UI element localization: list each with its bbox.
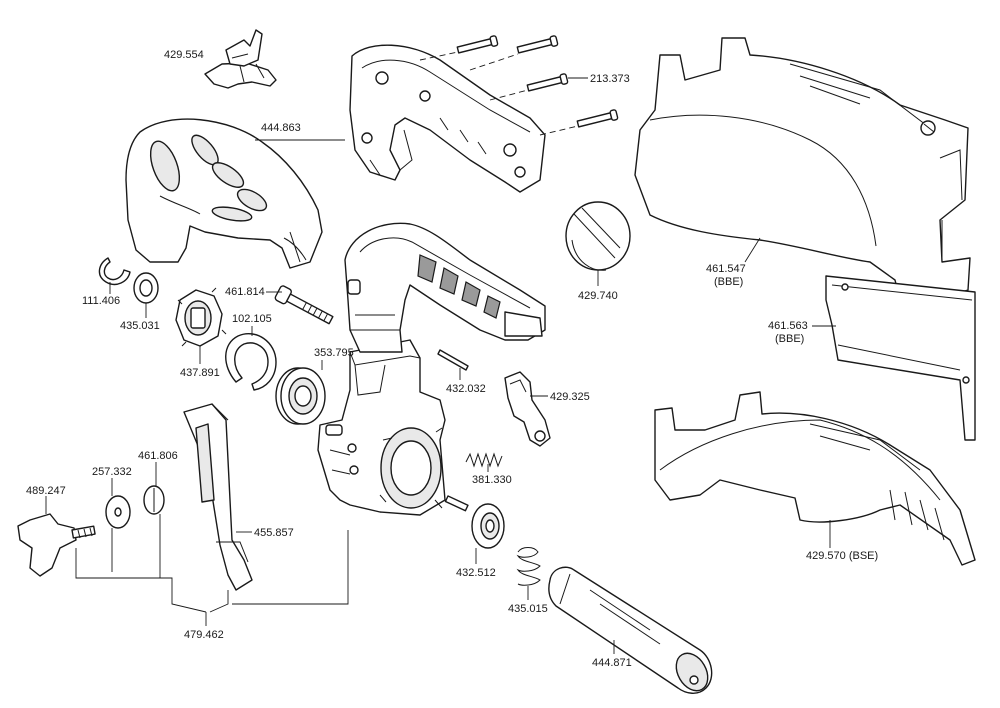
part-102-105 [225,326,277,391]
part-432-032 [437,349,469,380]
part-435-015 [516,547,541,600]
label-102-105: 102.105 [232,313,272,325]
label-461-814: 461.814 [225,286,265,298]
part-455-857 [183,403,253,591]
part-461-547 [634,37,971,301]
label-432-512: 432.512 [456,567,496,579]
part-444-871 [548,566,713,694]
label-435-015: 435.015 [508,603,548,615]
labels: 429.554 444.863 213.373 461.547 (BBE) 11… [26,49,878,669]
label-479-462: 479.462 [184,629,224,641]
label-461-806: 461.806 [138,450,178,462]
part-437-891 [175,287,227,364]
assembly-leaders-479-462 [75,514,349,626]
part-213-373 [419,35,619,136]
part-432-512 [444,495,505,564]
part-489-247 [17,496,96,577]
part-444-863 [125,118,345,269]
label-353-795: 353.795 [314,347,354,359]
label-381-330: 381.330 [472,474,512,486]
label-435-031: 435.031 [120,320,160,332]
part-257-332 [105,478,131,529]
label-455-857: 455.857 [254,527,294,539]
label-432-032: 432.032 [446,383,486,395]
label-429-554: 429.554 [164,49,204,61]
label-213-373: 213.373 [590,73,630,85]
label-461-547: 461.547 [706,263,746,275]
part-461-814 [266,285,334,325]
label-429-570: 429.570 (BSE) [806,550,878,562]
label-444-871: 444.871 [592,657,632,669]
part-381-330 [465,452,503,472]
label-461-563-sub: (BBE) [775,333,804,345]
label-257-332: 257.332 [92,466,132,478]
label-429-325: 429.325 [550,391,590,403]
part-429-570 [654,391,976,566]
part-461-806 [143,462,165,515]
part-353-795 [275,360,326,425]
label-489-247: 489.247 [26,485,66,497]
label-429-740: 429.740 [578,290,618,302]
part-429-740 [565,201,631,286]
label-437-891: 437.891 [180,367,220,379]
label-461-547-sub: (BBE) [714,276,743,288]
label-461-563: 461.563 [768,320,808,332]
part-111-406 [98,257,131,294]
part-461-563 [812,275,976,441]
part-handle-shell [349,44,546,193]
part-motor-housing [317,339,446,516]
part-429-554 [204,29,277,89]
part-435-031 [133,272,159,318]
part-429-325 [504,371,551,447]
label-444-863: 444.863 [261,122,301,134]
label-111-406: 111.406 [82,295,120,307]
part-central-grip [344,222,546,353]
